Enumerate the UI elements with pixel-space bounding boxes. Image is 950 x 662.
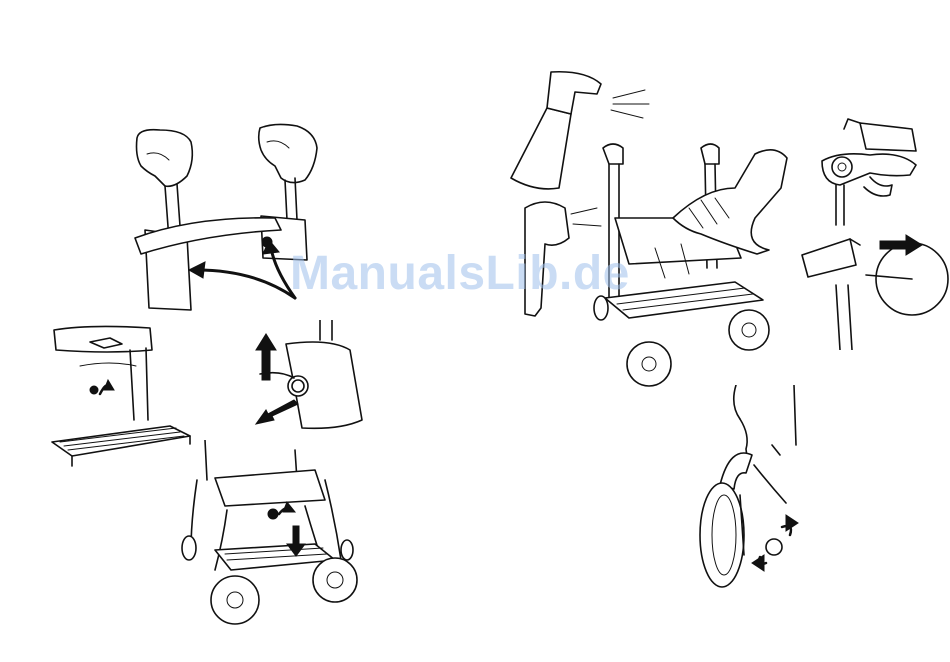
brake-oil-illustration [800,115,950,350]
cleaning-spray-illustration [505,68,790,388]
walker-folding-illustration [175,440,365,630]
wheel-adjust-illustration [690,385,810,590]
seat-mounting-illustration [125,120,325,320]
handle-lever-illustration [250,320,370,440]
